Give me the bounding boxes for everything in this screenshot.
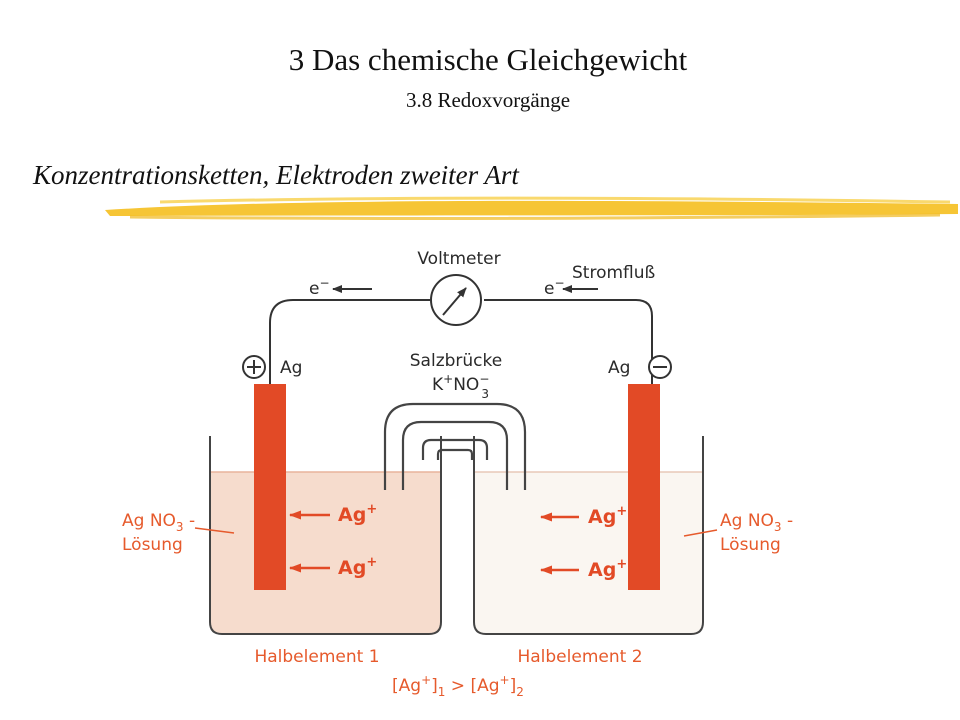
solution-leader-right: [683, 529, 718, 537]
slide-subtitle: 3.8 Redoxvorgänge: [405, 88, 571, 112]
solution-right-formula: Ag NO3 -: [720, 511, 793, 534]
solution-leader-left: [194, 527, 235, 534]
stromfluss-label: Stromfluß: [572, 263, 655, 283]
ion-label-left-1: Ag+: [338, 502, 377, 526]
beaker-left: [209, 436, 442, 635]
solution-right: [474, 472, 703, 634]
electrode-right-label: Ag: [608, 358, 630, 378]
highlighter-underline: [105, 196, 958, 220]
electrode-right: [628, 384, 660, 590]
half-cell-1-label: Halbelement 1: [254, 647, 379, 667]
voltmeter-label: Voltmeter: [417, 249, 500, 269]
ion-label-left-2: Ag+: [338, 555, 377, 579]
ion-label-right-1: Ag+: [588, 504, 627, 528]
ion-label-right-2: Ag+: [588, 557, 627, 581]
slide-title: 3 Das chemische Gleichgewicht: [288, 42, 688, 77]
salt-bridge-tube: [383, 402, 527, 490]
electrode-left-label: Ag: [280, 358, 302, 378]
minus-icon: [648, 355, 672, 379]
salt-bridge-formula: K+NO−3: [432, 372, 489, 401]
section-heading: Konzentrationsketten, Elektroden zweiter…: [33, 160, 519, 190]
voltmeter-icon: [430, 274, 482, 326]
electron-label-right: e−: [544, 276, 565, 299]
solution-right-word: Lösung: [720, 535, 781, 555]
concentration-relation: [Ag+]1 > [Ag+]2: [392, 673, 524, 699]
electron-label-left: e−: [309, 276, 330, 299]
circuit-wire: [269, 299, 653, 384]
beaker-right: [473, 436, 704, 635]
half-cell-2-label: Halbelement 2: [517, 647, 642, 667]
solution-left-word: Lösung: [122, 535, 183, 555]
plus-icon: [242, 355, 266, 379]
solution-left: [210, 472, 441, 634]
solution-left-formula: Ag NO3 -: [122, 511, 195, 534]
salt-bridge-label: Salzbrücke: [410, 351, 502, 371]
electrode-left: [254, 384, 286, 590]
